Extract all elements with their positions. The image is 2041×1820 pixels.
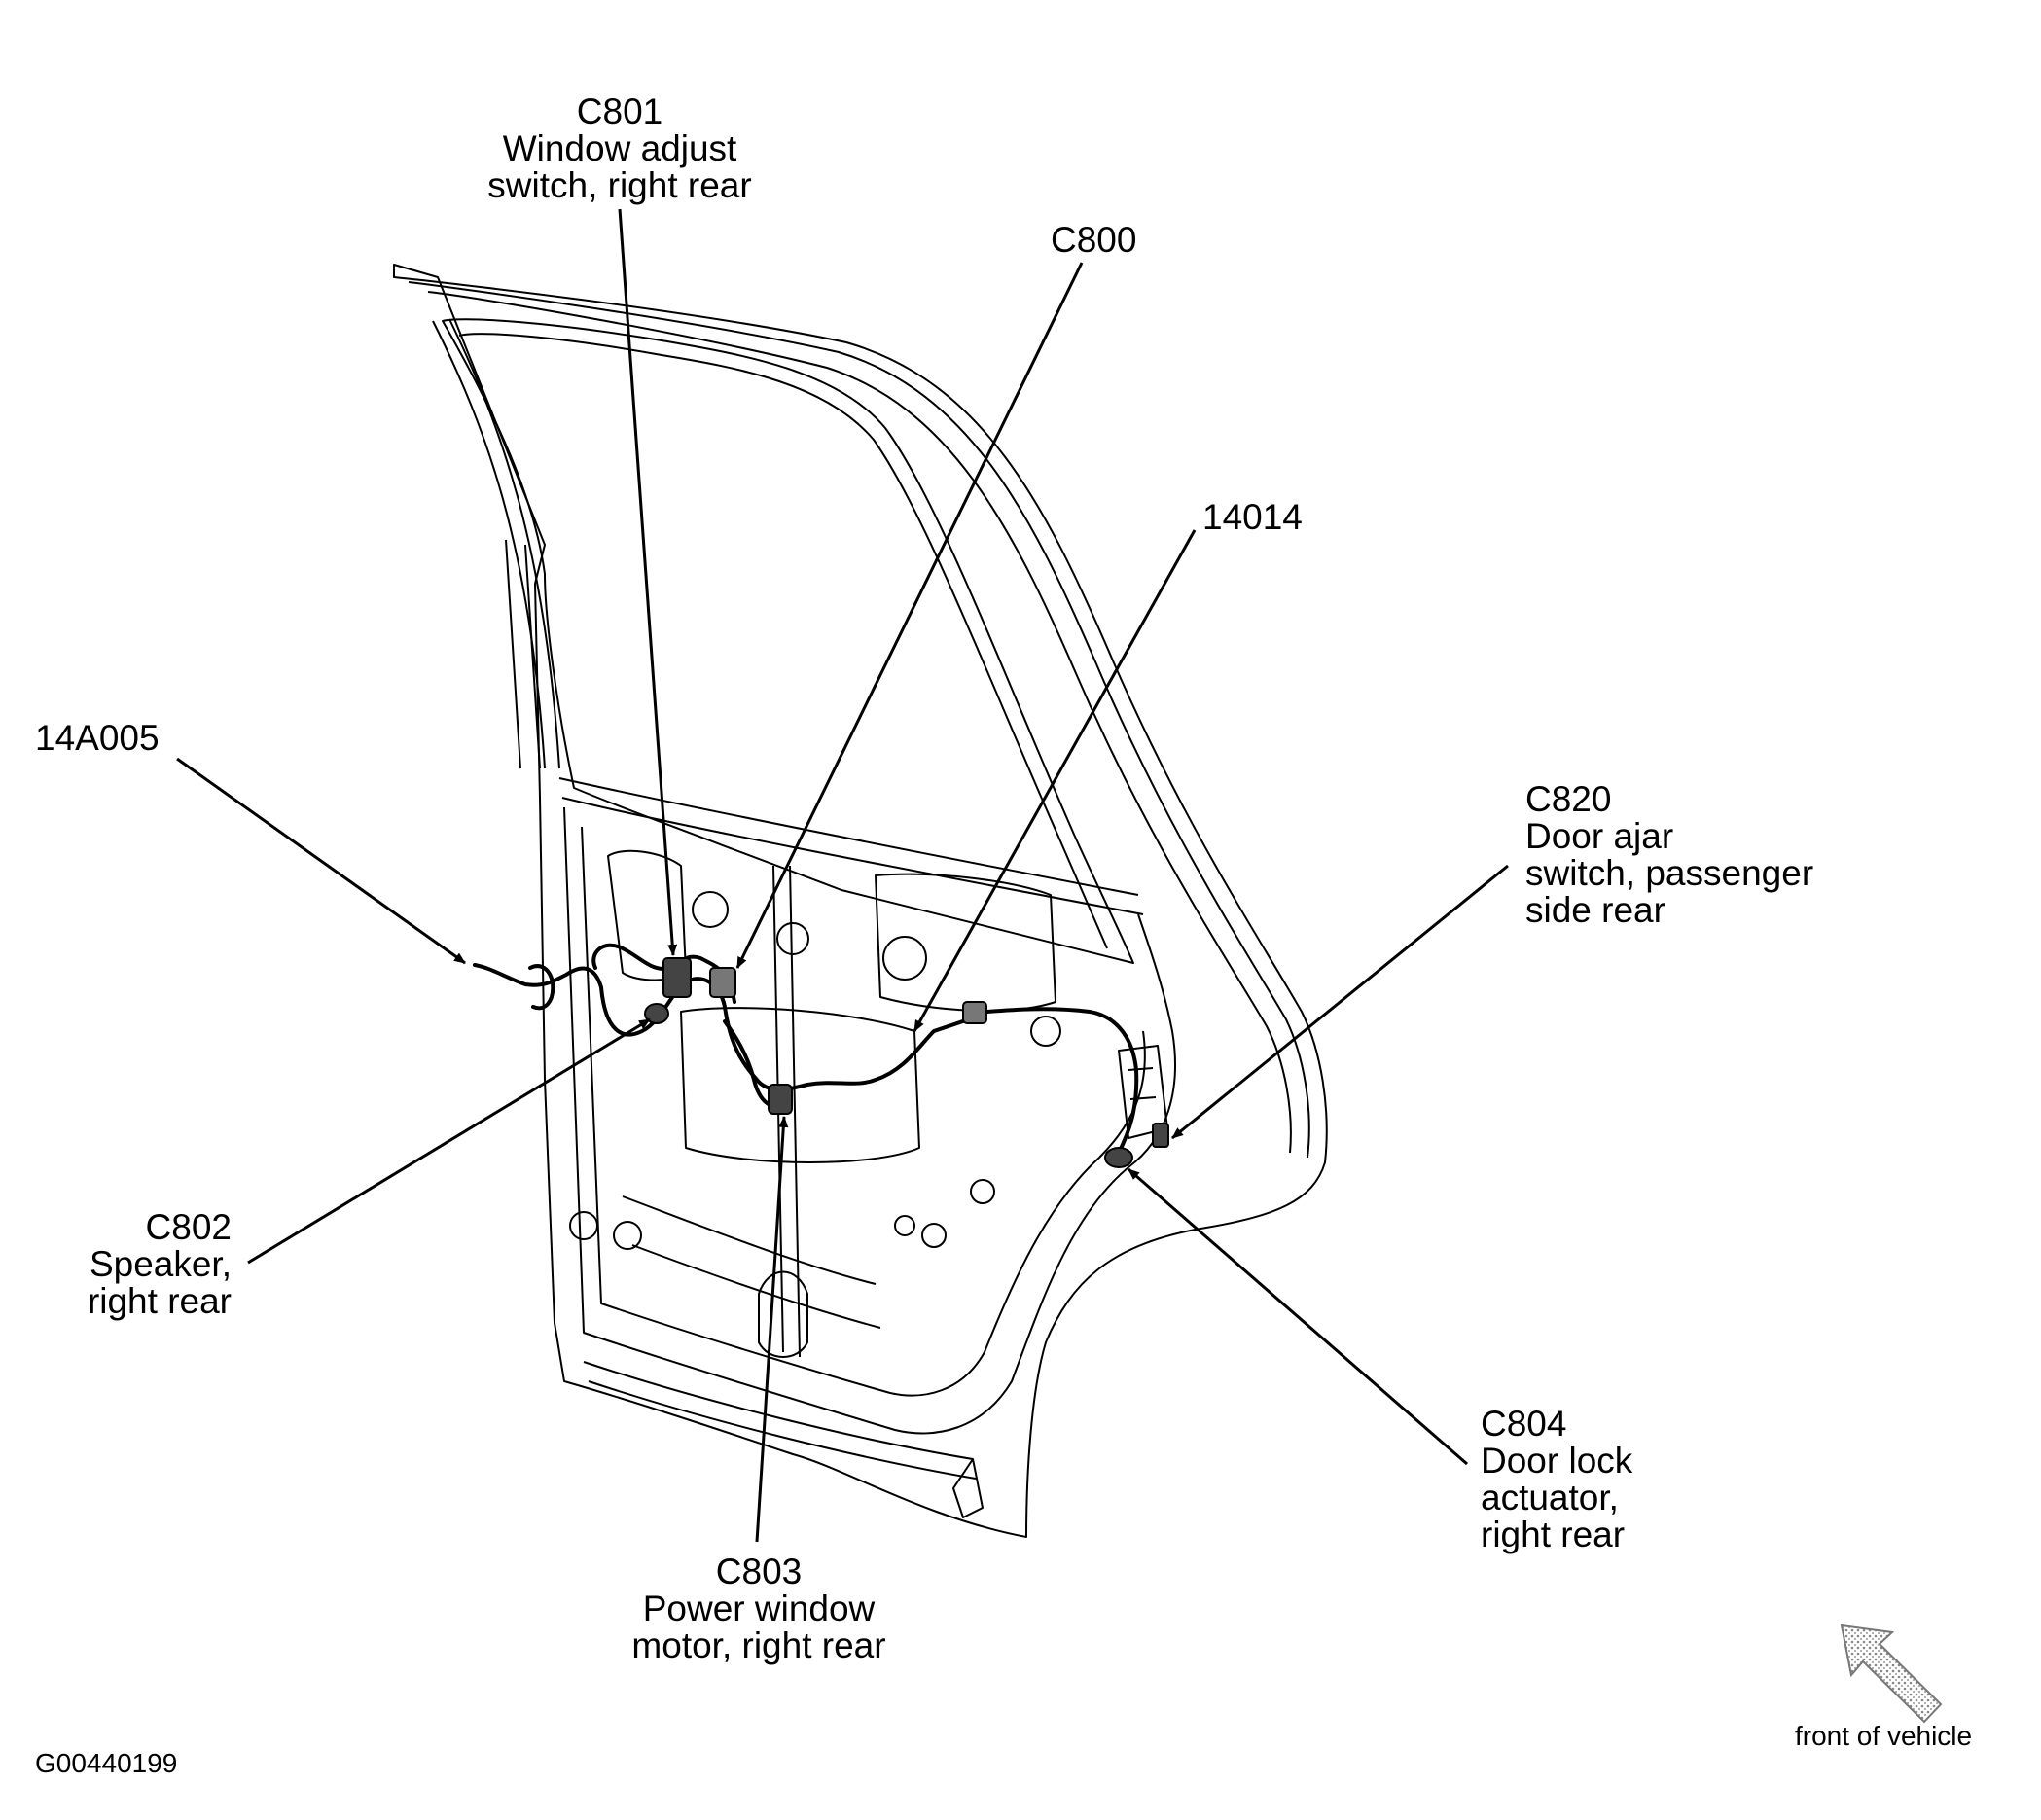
door-outer-contour: [408, 281, 1310, 1159]
label-c803-line-1: C803: [715, 1552, 803, 1591]
label-c802-line-3: right rear: [87, 1281, 232, 1321]
leader-lines: [176, 208, 1509, 1543]
label-c820-line-2: Door ajar: [1525, 816, 1674, 856]
label-c820-line-3: switch, passenger: [1525, 853, 1814, 893]
connector-c800: [709, 967, 736, 998]
label-c804-line-4: right rear: [1481, 1515, 1626, 1554]
label-c801: C801 Window adjust switch, right rear: [469, 93, 770, 204]
label-c802: C802 Speaker, right rear: [58, 1209, 232, 1320]
panel-opening-right: [875, 873, 1056, 1013]
label-c801-line-1: C801: [576, 91, 663, 131]
belt-rail: [558, 777, 1144, 915]
panel-opening-center: [680, 1007, 920, 1163]
mount-hole-8: [894, 1215, 915, 1236]
door-outer-outline: [393, 264, 1328, 1538]
connector-c820: [1152, 1123, 1169, 1148]
figure-id: G00440199: [35, 1748, 178, 1778]
leader-c804: [1128, 1167, 1468, 1466]
pillar-strip-2: [505, 539, 541, 769]
harness-branch-latch: [985, 1007, 1139, 1155]
panel-ridge: [622, 1195, 881, 1329]
connector-c801: [662, 957, 692, 998]
label-14a005: 14A005: [35, 720, 160, 757]
label-c801-line-3: switch, right rear: [487, 165, 752, 205]
label-c801-line-2: Window adjust: [502, 128, 737, 168]
window-opening: [442, 318, 1134, 964]
mount-hole-3: [882, 936, 927, 981]
door-assembly: [393, 264, 1328, 1538]
hinge-bracket: [952, 1458, 984, 1518]
label-c800-line-1: C800: [1051, 220, 1137, 260]
label-c804: C804 Door lock actuator, right rear: [1481, 1406, 1632, 1553]
leader-14014: [913, 529, 1197, 1032]
leader-c800: [735, 262, 1084, 969]
mount-hole-4: [1030, 1016, 1061, 1047]
leader-14a005: [176, 757, 466, 965]
label-c803-line-2: Power window: [642, 1588, 876, 1628]
bottom-hem: [583, 1361, 977, 1480]
label-c820: C820 Door ajar switch, passenger side re…: [1525, 781, 1813, 929]
door-outer-contour-2: [427, 291, 1292, 1154]
label-c803: C803 Power window motor, right rear: [603, 1553, 914, 1664]
front-of-vehicle-arrow-icon: [1840, 1624, 1943, 1724]
leader-c803: [755, 1116, 789, 1543]
mount-hole-9: [970, 1179, 995, 1204]
label-c820-line-4: side rear: [1525, 890, 1665, 930]
harness-boot: [528, 964, 555, 1011]
window-opening-inner: [458, 333, 1108, 949]
label-c820-line-1: C820: [1525, 779, 1612, 819]
front-of-vehicle-label: front of vehicle: [1795, 1721, 1973, 1751]
label-c802-line-2: Speaker,: [89, 1244, 232, 1284]
label-14014: 14014: [1202, 499, 1303, 536]
label-c804-line-1: C804: [1481, 1404, 1567, 1444]
panel-opening-left: [607, 849, 687, 981]
inner-panel: [563, 806, 1176, 1435]
leader-c801: [618, 208, 678, 956]
leader-c820: [1171, 864, 1509, 1140]
label-14014-line-1: 14014: [1202, 497, 1303, 537]
label-14a005-line-1: 14A005: [35, 718, 160, 758]
mount-hole-1: [692, 891, 729, 928]
connector-c804: [1104, 1147, 1133, 1168]
connector-c802: [644, 1003, 669, 1024]
label-c803-line-3: motor, right rear: [631, 1625, 886, 1665]
label-c800: C800: [1051, 222, 1136, 259]
leader-c802: [247, 1017, 651, 1265]
pillar-strip: [432, 318, 560, 769]
mount-hole-5: [569, 1211, 598, 1240]
connector-14014: [962, 1001, 987, 1024]
label-c802-line-1: C802: [145, 1207, 232, 1247]
mount-hole-7: [921, 1223, 947, 1248]
mount-hole-6: [613, 1221, 642, 1250]
connectors: [644, 957, 1169, 1168]
label-c804-line-2: Door lock: [1481, 1441, 1633, 1481]
label-c804-line-3: actuator,: [1481, 1478, 1619, 1517]
connector-c803: [768, 1084, 793, 1115]
mount-hole-2: [776, 922, 809, 955]
inner-panel-2: [581, 826, 1146, 1397]
